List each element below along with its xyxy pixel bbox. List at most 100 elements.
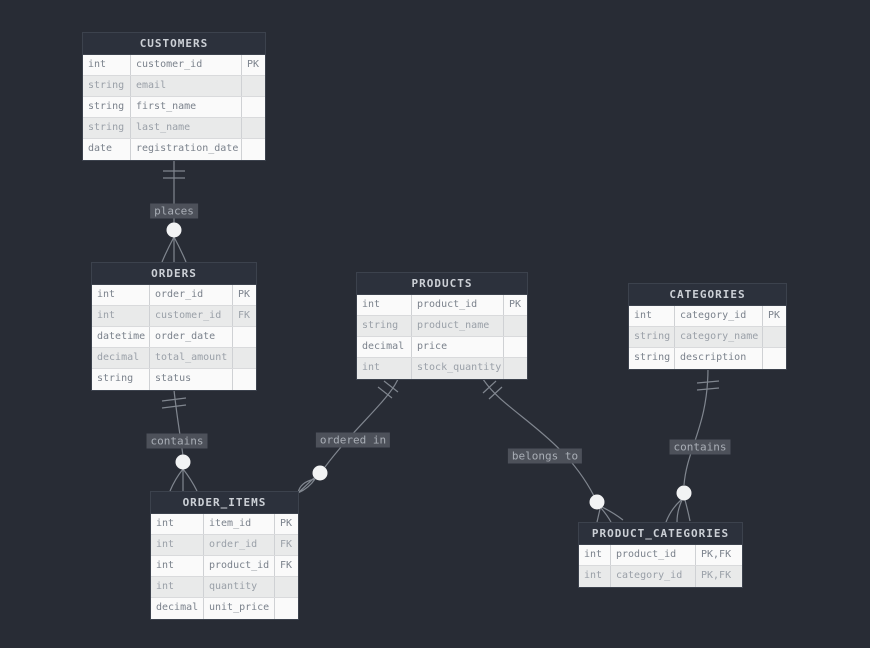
column-type: int: [83, 55, 131, 75]
relationship-contains-orders-line[interactable]: [161, 389, 198, 492]
column-key: [763, 327, 786, 347]
column-name: item_id: [204, 514, 275, 534]
table-title: CATEGORIES: [629, 284, 786, 306]
column-name: product_id: [611, 545, 696, 565]
table-title: ORDERS: [92, 263, 256, 285]
column-name: product_id: [204, 556, 275, 576]
column-key: [242, 118, 265, 138]
relationship-label-contains-orders[interactable]: contains: [146, 433, 208, 449]
column-type: string: [629, 348, 675, 369]
relationship-label-ordered-in[interactable]: ordered in: [315, 432, 391, 448]
column-key: [242, 139, 265, 160]
column-key: [233, 348, 256, 368]
column-name: customer_id: [150, 306, 233, 326]
column-type: int: [357, 295, 412, 315]
relationship-ordered-in-line[interactable]: [297, 378, 399, 494]
column-type: string: [83, 76, 131, 96]
column-key: [242, 97, 265, 117]
column-name: price: [412, 337, 504, 357]
column-key: PK: [768, 310, 781, 321]
cardinality-circle: [676, 485, 692, 501]
column-name: unit_price: [204, 598, 275, 619]
column-key: [504, 316, 527, 336]
column-name: email: [131, 76, 242, 96]
relationship-label-places[interactable]: places: [150, 203, 198, 219]
column-type: int: [92, 306, 150, 326]
column-type: decimal: [151, 598, 204, 619]
cardinality-circle: [166, 222, 182, 238]
column-type: int: [357, 358, 412, 379]
table-title: PRODUCTS: [357, 273, 527, 295]
column-key: PK: [247, 59, 260, 70]
column-key: FK: [280, 560, 293, 571]
column-key: FK: [238, 310, 251, 321]
column-name: order_id: [150, 285, 233, 305]
column-type: string: [83, 118, 131, 138]
column-key: [763, 348, 786, 369]
relationship-label-contains-categories[interactable]: contains: [669, 439, 731, 455]
column-type: int: [151, 556, 204, 576]
table-title: PRODUCT_CATEGORIES: [579, 523, 742, 545]
column-name: total_amount: [150, 348, 233, 368]
column-type: int: [151, 514, 204, 534]
column-type: int: [92, 285, 150, 305]
column-name: product_id: [412, 295, 504, 315]
column-type: int: [151, 577, 204, 597]
column-type: decimal: [357, 337, 412, 357]
column-type: string: [92, 369, 150, 390]
column-name: product_name: [412, 316, 504, 336]
column-name: stock_quantity: [412, 358, 504, 379]
column-name: registration_date: [131, 139, 242, 160]
relationship-belongs-to-line[interactable]: [482, 378, 624, 523]
column-name: category_id: [611, 566, 696, 587]
column-name: description: [675, 348, 763, 369]
column-type: string: [83, 97, 131, 117]
column-name: order_date: [150, 327, 233, 347]
relationship-contains-categories-line[interactable]: [665, 367, 720, 523]
column-key: PK: [280, 518, 293, 529]
column-name: order_id: [204, 535, 275, 555]
column-type: int: [579, 566, 611, 587]
cardinality-circle: [175, 454, 191, 470]
relationship-label-belongs-to[interactable]: belongs to: [507, 448, 583, 464]
column-type: int: [579, 545, 611, 565]
table-title: ORDER_ITEMS: [151, 492, 298, 514]
column-key: [275, 577, 298, 597]
column-name: quantity: [204, 577, 275, 597]
column-key: PK,FK: [701, 549, 732, 560]
column-type: int: [629, 306, 675, 326]
cardinality-circle: [589, 494, 605, 510]
column-key: PK,FK: [701, 570, 732, 581]
column-name: last_name: [131, 118, 242, 138]
column-key: [233, 327, 256, 347]
column-key: PK: [509, 299, 522, 310]
